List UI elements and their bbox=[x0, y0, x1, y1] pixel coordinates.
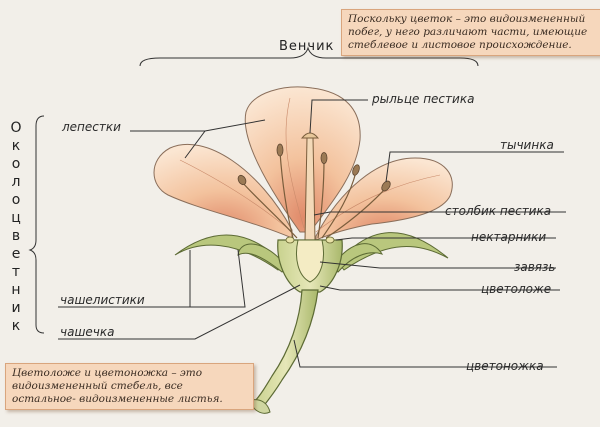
style-label: столбик пестика bbox=[445, 204, 551, 218]
leader-lines bbox=[58, 99, 566, 368]
note-stem-origin: Цветоложе и цветоножка – это видоизменен… bbox=[5, 363, 254, 411]
perianth-letter: л bbox=[12, 174, 21, 190]
ovary bbox=[296, 239, 324, 283]
nectaries-label: нектарники bbox=[471, 230, 546, 244]
petal-left bbox=[153, 143, 293, 239]
petals bbox=[153, 86, 453, 241]
corolla-bracket bbox=[139, 46, 479, 67]
stamen-label: тычинка bbox=[500, 138, 554, 152]
petal-veins bbox=[179, 97, 441, 233]
perianth-letter: е bbox=[12, 246, 21, 262]
perianth-letter: к bbox=[12, 138, 20, 154]
petal-center bbox=[244, 86, 361, 233]
pedicel-label: цветоножка bbox=[466, 359, 544, 373]
anthers bbox=[237, 143, 391, 192]
perianth-letter: ц bbox=[11, 210, 21, 226]
nectaries bbox=[285, 236, 335, 244]
corolla-label: Венчик bbox=[279, 39, 334, 54]
petal-right bbox=[315, 157, 453, 241]
perianth-letter: о bbox=[12, 156, 21, 172]
sepals-label: чашелистики bbox=[60, 293, 145, 307]
pistil-style bbox=[304, 137, 316, 241]
perianth-letter: О bbox=[10, 120, 21, 136]
stigma-label: рыльце пестика bbox=[371, 92, 474, 106]
ovary-label: завязь bbox=[514, 260, 555, 274]
perianth-letter: о bbox=[12, 192, 21, 208]
perianth-letter: т bbox=[12, 264, 20, 280]
perianth-letter: и bbox=[11, 300, 20, 316]
perianth-letter: в bbox=[12, 228, 20, 244]
note-shoot-origin: Поскольку цветок – это видоизмененный по… bbox=[341, 9, 600, 57]
calyx-label: чашечка bbox=[60, 325, 115, 339]
perianth-bracket bbox=[28, 115, 45, 334]
sepals bbox=[174, 232, 449, 273]
perianth-letter: к bbox=[12, 318, 20, 334]
perianth-letter: н bbox=[11, 282, 20, 298]
receptacle-label: цветоложе bbox=[481, 282, 551, 296]
petals-label: лепестки bbox=[61, 120, 121, 134]
stamens bbox=[241, 151, 387, 239]
pistil-stigma bbox=[300, 132, 320, 139]
